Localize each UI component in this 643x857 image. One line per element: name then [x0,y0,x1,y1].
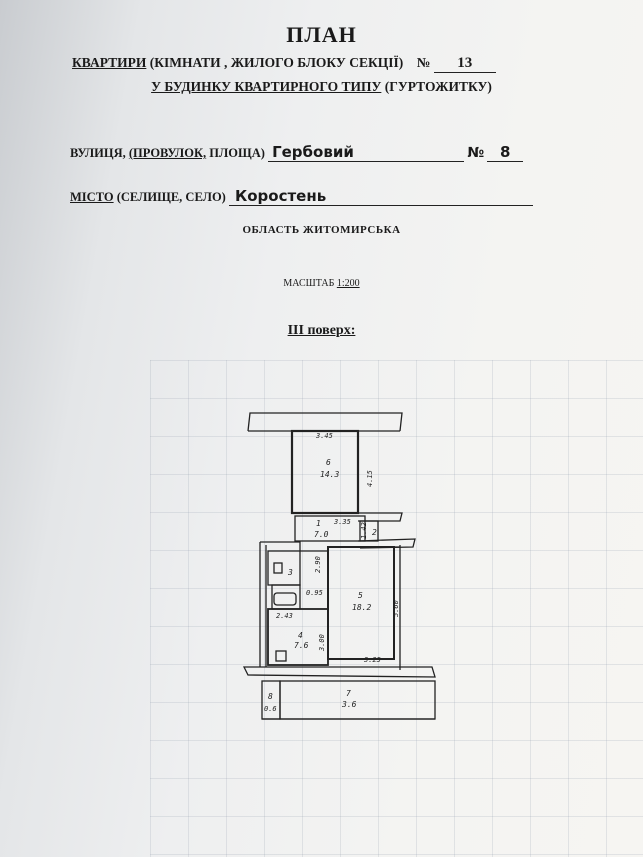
dim-label: 0.95 [306,589,323,597]
dim-label: 3.00 [318,634,326,652]
scale-label: МАСШТАБ [283,278,337,289]
room-area: 0.6 [264,705,277,713]
building-type-rest: (ГУРТОЖИТКУ) [381,79,492,94]
room-area: 3.6 [341,700,357,709]
room-number: 2 [372,528,377,537]
scale-line: МАСШТАБ 1:200 [0,278,643,289]
street-line: ВУЛИЦЯ, (ПРОВУЛОК, ПЛОЩА) Гербовий № 8 [70,143,524,162]
room-area: 14.3 [320,470,339,479]
street-label-alt: (ПРОВУЛОК, [128,146,207,160]
dim-label: 2.90 [314,556,322,573]
room-1-walls [294,515,366,542]
house-number-label: № [467,145,485,161]
room-number: 1 [316,519,321,528]
apartment-line: КВАРТИРИ (КІМНАТИ , ЖИЛОГО БЛОКУ СЕКЦІЇ)… [72,55,496,73]
street-label: ВУЛИЦЯ, [70,146,129,160]
room-area: 18.2 [352,603,371,612]
scale-value: 1:200 [336,278,360,289]
document-title: ПЛАН [286,22,357,47]
street-value: Гербовий [268,143,465,162]
dim-label: 3.45 [315,432,333,440]
city-value: Коростень [228,187,533,206]
dim-label: 4.15 [366,470,374,487]
floor-heading: III поверх: [287,323,356,338]
dim-label: 3.25 [363,656,381,664]
bathtub [273,592,297,606]
city-line: МІСТО (СЕЛИЩЕ, СЕЛО) Коростень [70,187,533,206]
apartment-number: 13 [433,55,496,73]
region-line: ОБЛАСТЬ ЖИТОМИРСЬКА [242,224,401,236]
floor-plan-drawing: 3.45 4.15 6 14.3 1 7.0 3.35 1.42 2 2.90 … [242,412,436,720]
city-label-rest: (СЕЛИЩЕ, СЕЛО) [113,190,226,204]
room-4-walls [267,608,329,666]
city-label: МІСТО [70,190,114,204]
room-7-walls [279,680,436,720]
dim-label: 5.60 [392,600,400,617]
room-number: 4 [298,631,303,640]
graph-paper-grid [150,360,643,857]
building-type-line: У БУДИНКУ КВАРТИРНОГО ТИПУ (ГУРТОЖИТКУ) [0,79,643,95]
apartment-number-label: № [416,55,431,70]
building-type-label: У БУДИНКУ КВАРТИРНОГО ТИПУ [151,79,382,94]
room-number: 6 [326,458,331,467]
dim-label: 1.42 [360,522,368,539]
street-label-end: ПЛОЩА) [206,146,265,160]
dim-label: 2.43 [276,612,293,620]
dim-label: 3.35 [333,518,351,526]
apartment-label-rest: (КІМНАТИ , ЖИЛОГО БЛОКУ СЕКЦІЇ) [146,55,404,70]
top-wall [247,412,403,432]
room-6-walls [290,429,360,515]
room-area: 7.0 [314,530,329,539]
apartment-label: КВАРТИРИ [72,55,147,70]
room-number: 3 [287,568,293,577]
room-area: 7.6 [294,641,309,650]
room-number: 8 [268,692,273,701]
room-number: 5 [358,591,363,600]
room-3-walls [267,550,301,586]
bottom-wall [242,666,436,678]
room-number: 7 [346,689,351,698]
room-5-walls [327,546,395,660]
house-number: 8 [487,143,524,162]
